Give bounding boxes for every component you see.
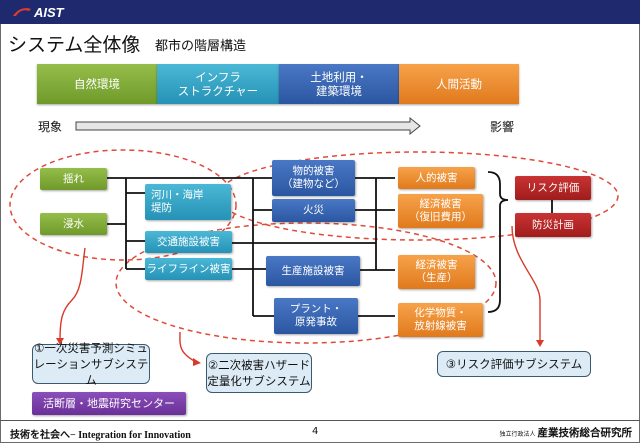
node-fire: 火災 — [272, 199, 355, 222]
layer-natural-environment: 自然環境 — [37, 64, 157, 104]
arrow-end-label: 影響 — [490, 120, 515, 134]
aist-swoosh-icon — [13, 8, 31, 16]
research-center-label: 活断層・地震研究センター — [32, 392, 186, 415]
page-number: 4 — [312, 426, 319, 437]
dashed-group-secondary — [115, 222, 497, 344]
logo-text: AIST — [34, 4, 64, 20]
node-transport-damage: 交通施設被害 — [145, 231, 232, 253]
node-lifeline-damage: ライフライン被害 — [145, 258, 232, 280]
page-subtitle: 都市の階層構造 — [155, 39, 247, 54]
layer-label: インフラ — [195, 70, 241, 84]
node-disaster-planning: 防災計画 — [515, 213, 591, 237]
node-economic-damage-production: 経済被害 （生産） — [398, 255, 475, 289]
layer-land-use: 土地利用・ 建築環境 — [279, 64, 399, 104]
org-prefix: 独立行政法人 — [499, 431, 536, 438]
subsystem-label: 定量化サブシステム — [207, 374, 311, 388]
aist-logo: AIST — [12, 4, 64, 20]
node-label: （生産） — [415, 272, 458, 284]
node-physical-damage: 物的被害 （建物など） — [272, 160, 355, 196]
node-label: （建物など） — [282, 178, 345, 190]
node-label: 河川・海岸 — [151, 189, 204, 201]
subsystem-label: レーションサブシステム — [33, 357, 149, 387]
subsystem-1-primary-disaster-simulation: ①一次災害予測シミュ レーションサブシステム — [32, 341, 150, 387]
layer-label: ストラクチャー — [177, 84, 259, 98]
layer-label: 人間活動 — [436, 77, 482, 91]
node-label: 経済被害 — [415, 259, 458, 271]
node-label: プラント・ — [289, 303, 343, 315]
subsystem-arrows — [59, 225, 541, 363]
node-risk-evaluation: リスク評価 — [515, 176, 591, 200]
subsystem-label: ①一次災害予測シミュ — [34, 341, 148, 355]
footer-tagline: 技術を社会へ− Integration for Innovation — [10, 430, 191, 441]
node-plant-nuclear-accident: プラント・ 原発事故 — [274, 298, 358, 334]
header-bar: AIST — [0, 0, 640, 24]
node-label: 物的被害 — [292, 165, 335, 177]
arrow-start-label: 現象 — [38, 120, 63, 134]
curly-brace — [487, 171, 509, 313]
node-human-damage: 人的被害 — [398, 167, 475, 189]
page-title: システム全体像 — [8, 34, 141, 56]
node-label: 堤防 — [151, 202, 172, 214]
arrowheads — [56, 338, 544, 366]
node-label: 化学物質・ — [414, 307, 467, 319]
node-river-coast-levee: 河川・海岸 堤防 — [145, 184, 231, 220]
node-label: 経済被害 — [419, 198, 462, 210]
node-label: 原発事故 — [295, 316, 337, 328]
node-label: （復旧費用） — [409, 211, 472, 223]
subsystem-2-secondary-hazard-quantification: ②二次被害ハザード 定量化サブシステム — [206, 353, 312, 393]
footer-divider — [0, 420, 640, 421]
org-name: 産業技術総合研究所 — [537, 427, 633, 439]
layer-label: 土地利用・ — [310, 70, 368, 84]
node-flooding: 浸水 — [40, 213, 107, 235]
flow-lines — [107, 177, 553, 317]
node-chemical-radiation-damage: 化学物質・ 放射線被害 — [398, 303, 483, 337]
node-shaking: 揺れ — [40, 168, 107, 190]
subsystem-3-risk-evaluation: ③リスク評価サブシステム — [437, 351, 591, 377]
layer-label: 建築環境 — [316, 84, 362, 98]
phenomenon-impact-arrow — [75, 116, 421, 136]
node-production-facility-damage: 生産施設被害 — [266, 256, 360, 286]
subsystem-label: ②二次被害ハザード — [207, 358, 311, 372]
dashed-group-primary — [9, 149, 237, 261]
layer-human-activity: 人間活動 — [399, 64, 519, 104]
layer-label: 自然環境 — [74, 77, 120, 91]
node-economic-damage-recovery: 経済被害 （復旧費用） — [398, 194, 483, 228]
footer-organization: 独立行政法人産業技術総合研究所 — [499, 425, 632, 440]
node-label: 放射線被害 — [414, 320, 467, 332]
layer-infrastructure: インフラ ストラクチャー — [157, 64, 279, 104]
